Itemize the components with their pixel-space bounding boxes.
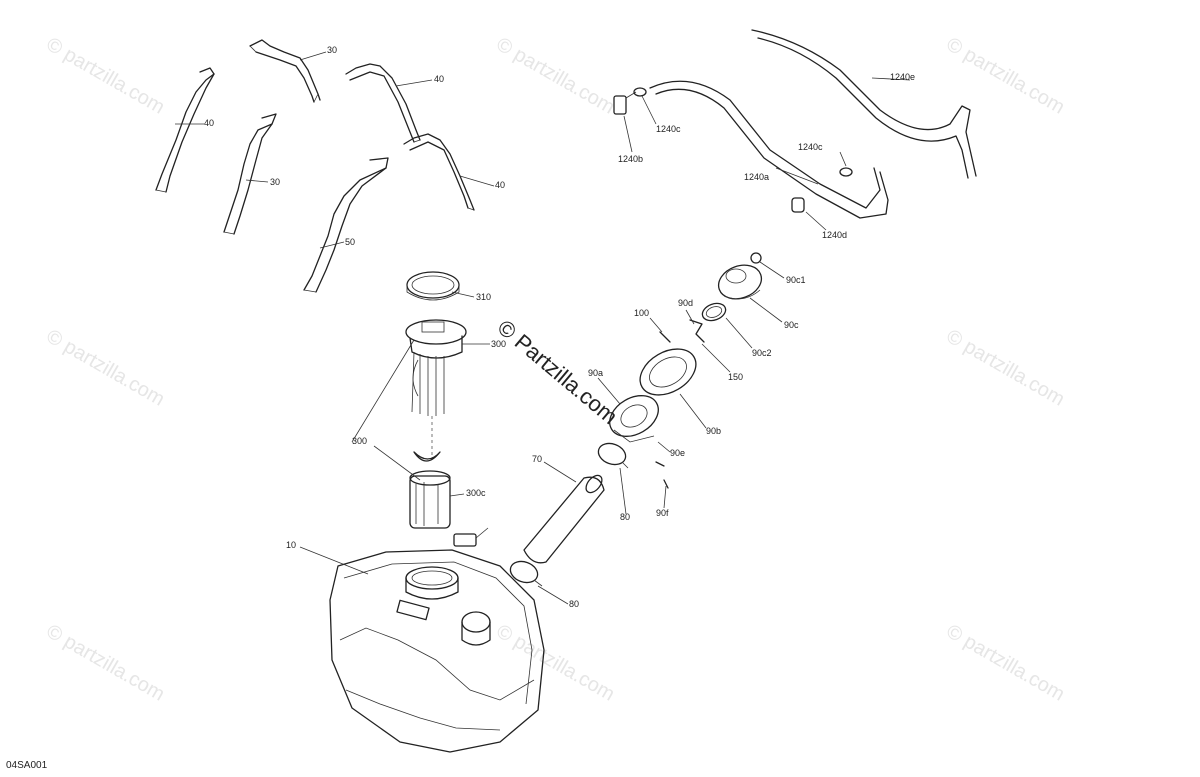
callout-1240c-right: 1240c	[798, 142, 823, 152]
callout-90b: 90b	[706, 426, 721, 436]
callout-1240b: 1240b	[618, 154, 643, 164]
callout-300: 300	[352, 436, 367, 446]
clamp-80-lower	[509, 560, 543, 587]
gasket-90b	[639, 348, 697, 396]
callout-50: 50	[345, 237, 355, 247]
strap-30-middle	[223, 113, 277, 235]
callout-1240d: 1240d	[822, 230, 847, 240]
pump-flange-300	[405, 319, 467, 416]
screw-100	[659, 331, 671, 343]
pump-module-300c	[409, 470, 489, 547]
callout-40-top-right: 40	[434, 74, 444, 84]
strap-40-middle-right	[403, 133, 475, 211]
watermark: © partzilla.com	[943, 325, 1069, 410]
callout-90c1: 90c1	[786, 275, 806, 285]
callout-90f: 90f	[656, 508, 669, 518]
valve-1240d	[791, 197, 805, 213]
callout-40-top-left: 40	[204, 118, 214, 128]
callout-70: 70	[532, 454, 542, 464]
callout-300c: 300c	[466, 488, 486, 498]
watermark: © partzilla.com	[43, 620, 169, 705]
clamp-1240c-left	[633, 87, 647, 97]
callout-1240c-left: 1240c	[656, 124, 681, 134]
callout-80-lower: 80	[569, 599, 579, 609]
vent-hose-1240a	[649, 80, 889, 219]
callout-10: 10	[286, 540, 296, 550]
leader-lines	[175, 51, 911, 605]
clamp-1240c-right	[839, 167, 853, 177]
watermark: © partzilla.com	[43, 325, 169, 410]
screws-90e-90f	[655, 461, 669, 489]
lock-ring-310	[406, 271, 460, 301]
callout-80-upper: 80	[620, 512, 630, 522]
oring-90c2	[701, 302, 727, 322]
callout-150: 150	[728, 372, 743, 382]
callout-90c2: 90c2	[752, 348, 772, 358]
callout-90c: 90c	[784, 320, 799, 330]
fitting-1240b	[613, 91, 637, 115]
callout-labels: 30 40 40 30 40 50 310 300 300 300c 10 70…	[204, 45, 915, 609]
callout-90a: 90a	[588, 368, 603, 378]
callout-100: 100	[634, 308, 649, 318]
watermark: © partzilla.com	[43, 33, 169, 118]
callout-300-flange: 300	[491, 339, 506, 349]
callout-1240e: 1240e	[890, 72, 915, 82]
callout-1240a: 1240a	[744, 172, 769, 182]
clamp-80-upper	[597, 442, 629, 469]
strap-40-top-right	[345, 63, 421, 143]
watermark: © partzilla.com	[493, 33, 619, 118]
callout-90e: 90e	[670, 448, 685, 458]
drawing-code: 04SA001	[6, 760, 48, 771]
pump-seal	[413, 451, 441, 462]
callout-30-top: 30	[327, 45, 337, 55]
strap-40-top-left	[155, 67, 215, 193]
filler-neck-90a	[609, 395, 659, 443]
callout-310: 310	[476, 292, 491, 302]
strap-50	[303, 157, 389, 293]
callout-40-middle: 40	[495, 180, 505, 190]
callout-30-middle: 30	[270, 177, 280, 187]
fuel-cap-90c	[717, 264, 763, 300]
strap-30-top	[249, 39, 321, 103]
watermark: © partzilla.com	[493, 620, 619, 705]
hose-1240e	[751, 29, 977, 179]
cap-plug-90c1	[750, 252, 762, 264]
callout-90d: 90d	[678, 298, 693, 308]
filler-hose-70	[523, 474, 605, 564]
clip-90d	[689, 319, 705, 343]
fuel-tank-10	[329, 549, 545, 753]
watermark: © partzilla.com	[943, 620, 1069, 705]
